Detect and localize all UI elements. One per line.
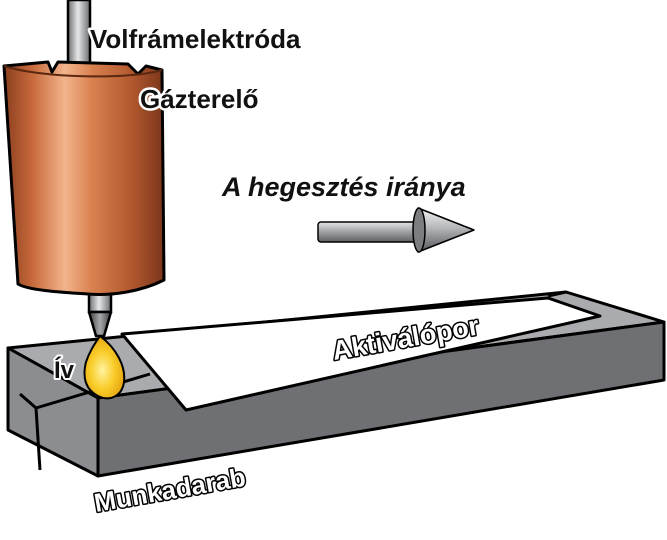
direction-arrow-shaft <box>317 221 423 243</box>
workpiece-side-face <box>96 320 666 478</box>
gas-nozzle-body <box>2 60 166 296</box>
gas-nozzle-top-rim <box>3 65 163 78</box>
label-welding-direction: A hegesztés iránya <box>221 172 466 202</box>
direction-arrow-head-base <box>412 207 426 253</box>
label-arc: Ív <box>54 356 75 384</box>
direction-arrow-icon <box>317 207 475 253</box>
arc-flame <box>83 334 126 400</box>
electrode-tip <box>87 310 113 338</box>
gas-nozzle <box>2 60 166 296</box>
welding-arc <box>83 334 126 400</box>
electrode-rod-top <box>66 0 92 66</box>
label-gas-nozzle: Gázterelő <box>140 84 259 114</box>
workpiece-seam-far <box>547 290 567 298</box>
direction-arrow-head <box>417 207 475 253</box>
activating-powder-layer <box>120 296 602 412</box>
label-tungsten-electrode: Volfrámelektróda <box>90 24 301 54</box>
